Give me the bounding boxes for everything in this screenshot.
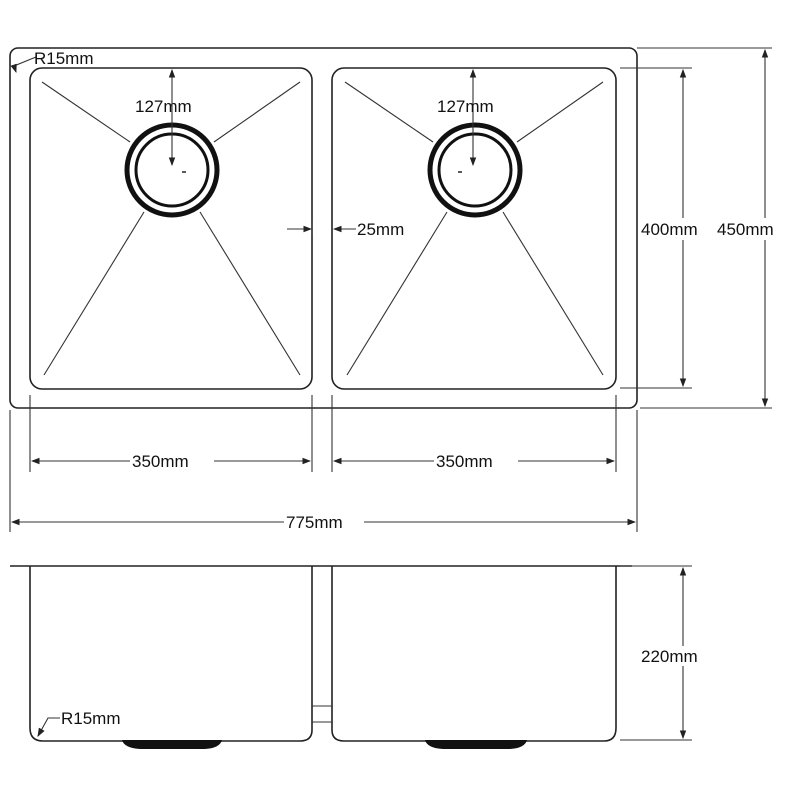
overall-width-label: 775mm (286, 513, 343, 532)
right-drain-offset-label: 127mm (437, 97, 494, 116)
left-drain-offset-label: 127mm (135, 97, 192, 116)
right-bowl-grooves (344, 81, 604, 376)
left-bowl (29, 67, 313, 390)
right-bowl (331, 67, 617, 390)
left-drain-profile (122, 740, 222, 749)
right-drain-profile (425, 740, 527, 749)
top-view: R15mm 127mm 127mm 25mm 400mm 450mm 350mm… (9, 47, 795, 532)
left-bowl-grooves (41, 81, 301, 376)
inner-depth-label: 400mm (641, 220, 698, 239)
top-corner-radius-label: R15mm (34, 49, 94, 68)
right-bowl-profile (331, 566, 617, 742)
right-drain (427, 122, 523, 218)
right-bowl-width-label: 350mm (436, 452, 493, 471)
bowl-height-label: 220mm (641, 647, 698, 666)
sink-outer-rim (9, 47, 638, 409)
overall-depth-label: 450mm (717, 220, 774, 239)
side-view: R15mm 220mm (10, 565, 720, 749)
left-bowl-width-label: 350mm (132, 452, 189, 471)
side-corner-radius-label: R15mm (61, 709, 121, 728)
divider-width-label: 25mm (357, 220, 404, 239)
